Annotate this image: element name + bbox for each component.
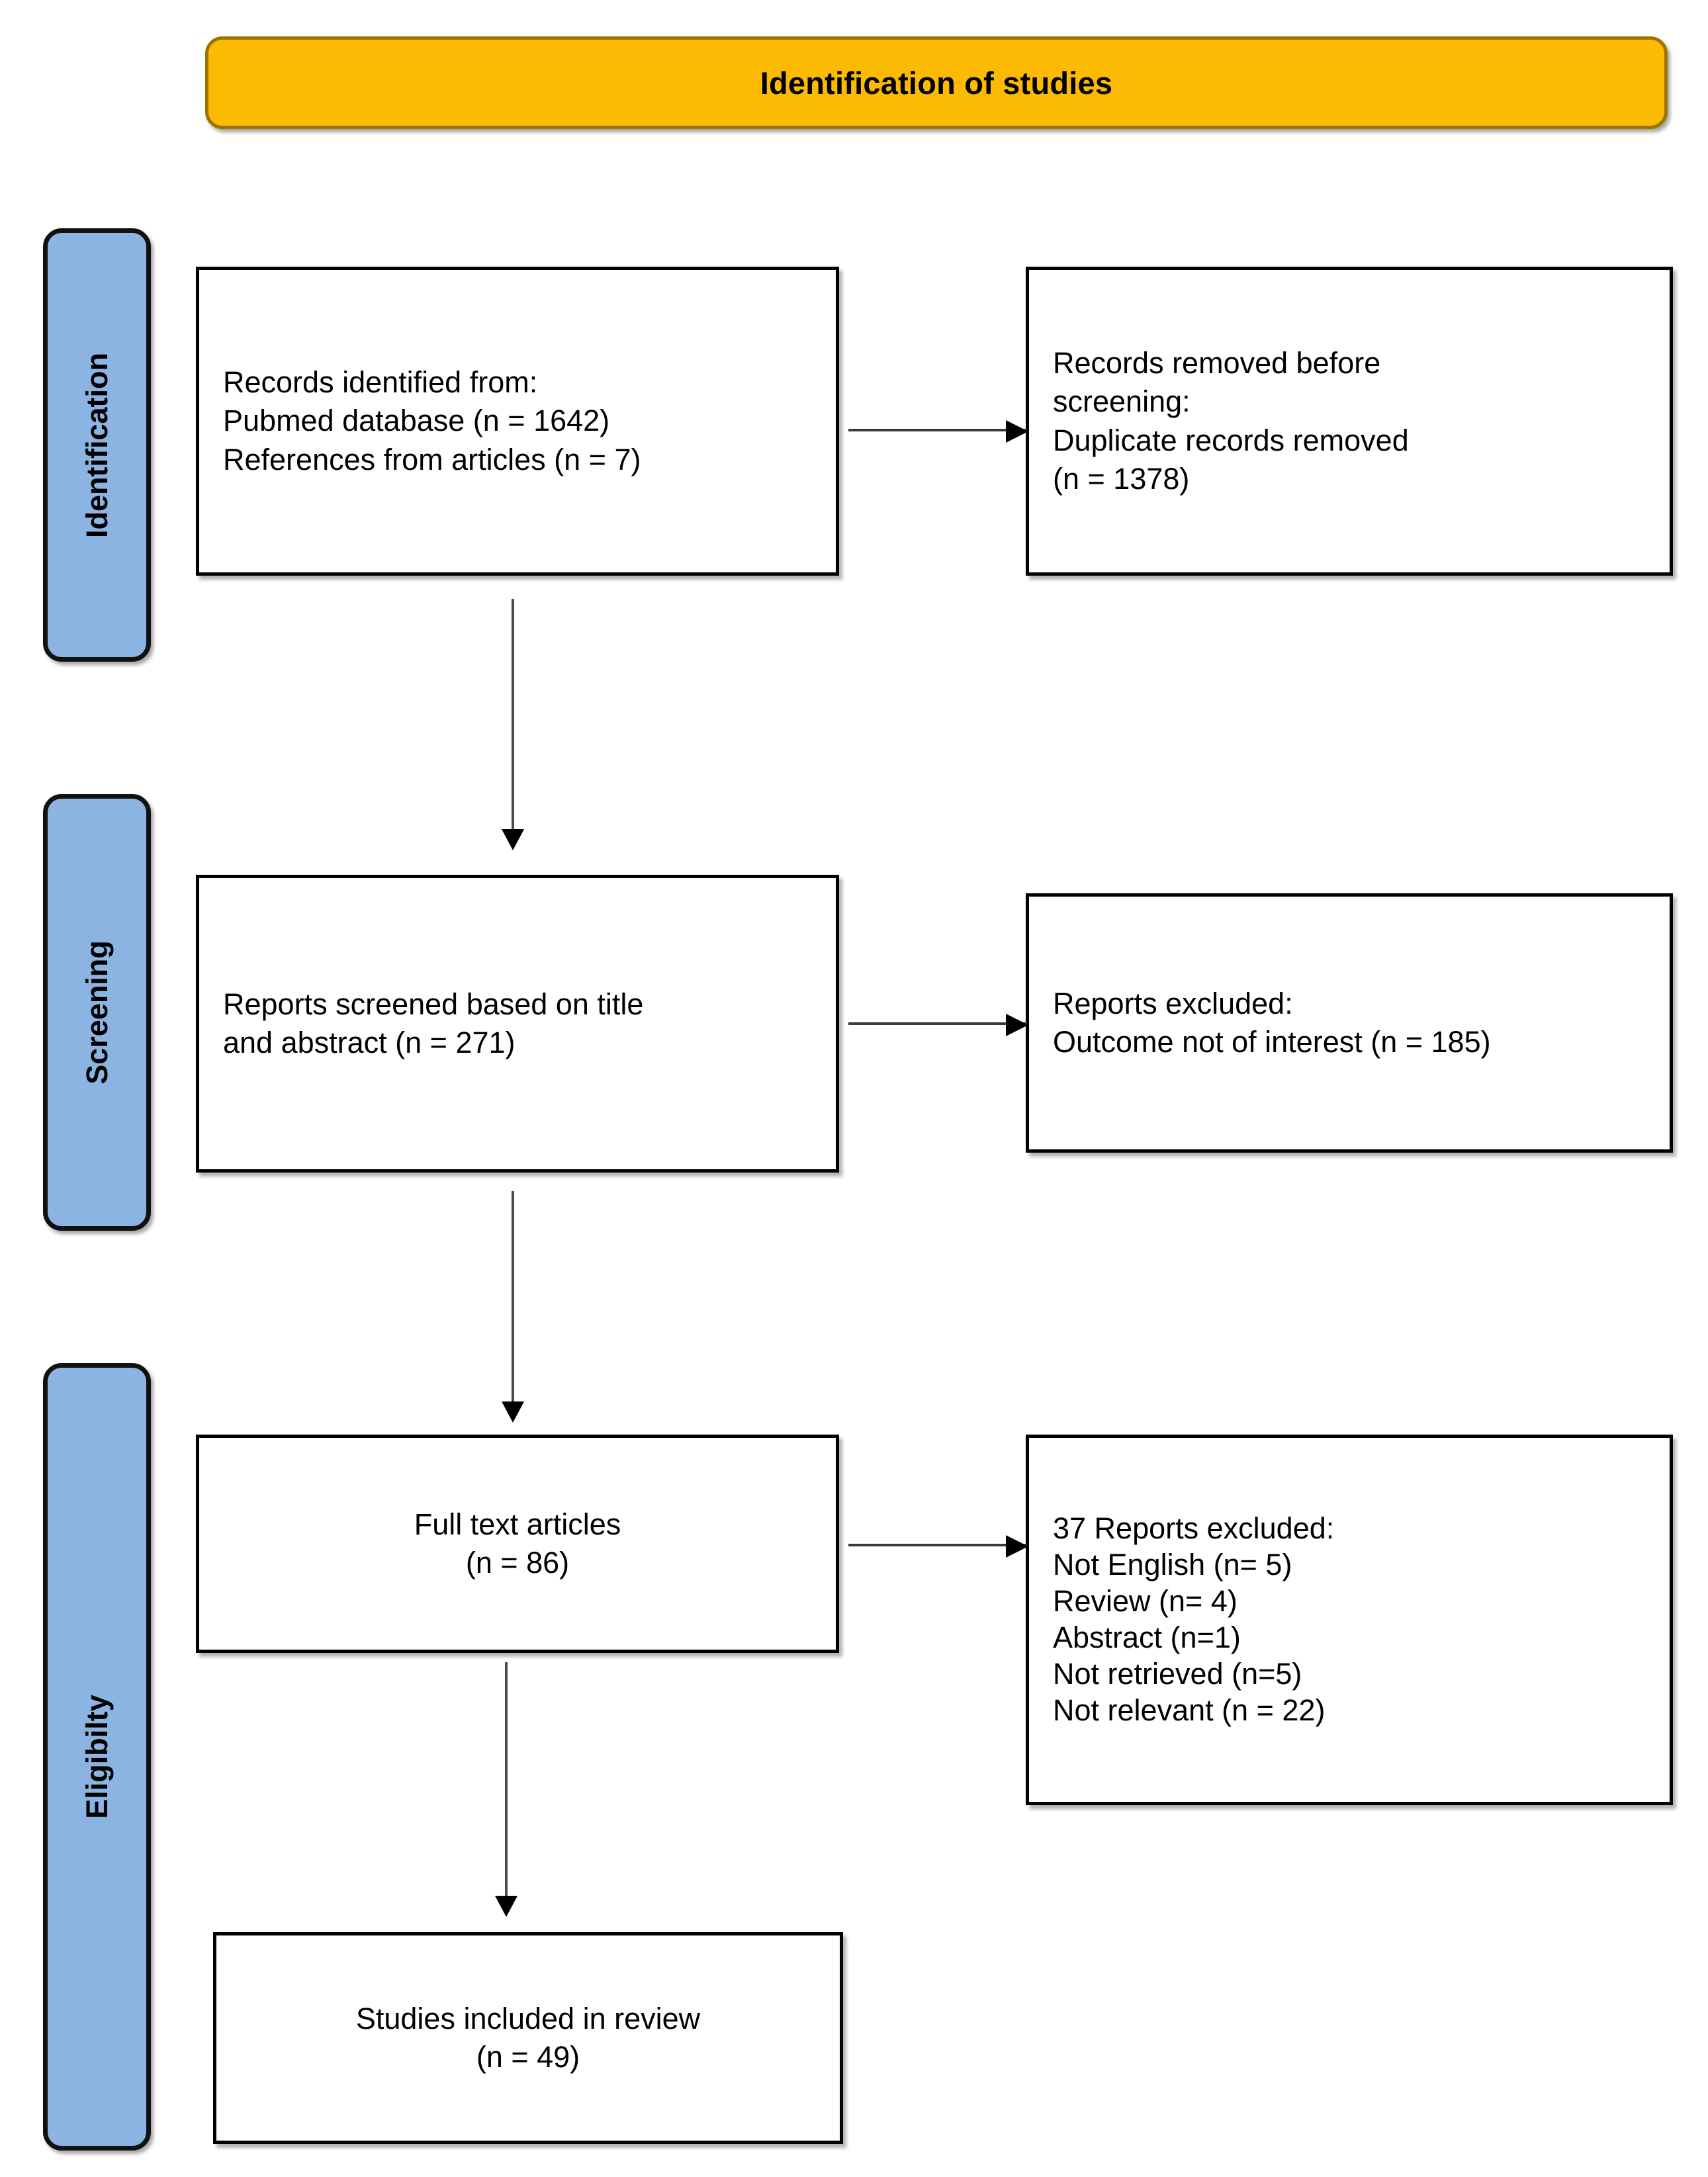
box-line: Review (n= 4)	[1053, 1584, 1237, 1619]
box-line: Full text articles	[414, 1507, 621, 1541]
box-line: (n = 86)	[465, 1546, 570, 1579]
box-reports-excluded-screening: Reports excluded: Outcome not of interes…	[1026, 893, 1673, 1153]
box-line: Not English (n= 5)	[1053, 1548, 1292, 1582]
stage-label-screening: Screening	[79, 940, 114, 1085]
box-reports-screened: Reports screened based on title and abst…	[196, 875, 839, 1173]
stage-band-eligibility: Eligibilty	[43, 1363, 151, 2151]
box-reports-excluded-eligibility: 37 Reports excluded: Not English (n= 5) …	[1026, 1435, 1673, 1805]
stage-band-identification: Identification	[43, 228, 151, 662]
box-line: References from articles (n = 7)	[223, 442, 641, 476]
box-line: Pubmed database (n = 1642)	[223, 404, 610, 438]
box-line: Reports screened based on title	[223, 987, 644, 1021]
box-line: 37 Reports excluded:	[1053, 1511, 1335, 1546]
header-banner: Identification of studies	[205, 36, 1668, 129]
box-records-identified: Records identified from: Pubmed database…	[196, 267, 839, 576]
arrow-identification-to-screening	[502, 599, 524, 850]
box-line: (n = 1378)	[1053, 462, 1190, 496]
page-title: Identification of studies	[760, 65, 1113, 101]
box-full-text-articles: Full text articles (n = 86)	[196, 1435, 839, 1653]
stage-label-identification: Identification	[79, 352, 114, 538]
box-line: Not retrieved (n=5)	[1053, 1656, 1302, 1691]
box-records-removed-before-screening: Records removed before screening: Duplic…	[1026, 267, 1673, 576]
box-line: Studies included in review	[355, 2001, 701, 2035]
arrow-screened-to-excluded	[848, 1014, 1028, 1036]
box-line: Outcome not of interest (n = 185)	[1053, 1025, 1491, 1059]
box-line: Records identified from:	[223, 365, 538, 399]
arrow-fulltext-to-included	[495, 1662, 517, 1917]
box-line: Reports excluded:	[1053, 986, 1293, 1020]
box-line: (n = 49)	[476, 2040, 580, 2074]
box-line: Not relevant (n = 22)	[1053, 1693, 1326, 1727]
box-line: screening:	[1053, 384, 1191, 418]
arrow-identified-to-removed	[848, 420, 1028, 443]
box-studies-included: Studies included in review (n = 49)	[213, 1932, 843, 2144]
box-line: Records removed before	[1053, 345, 1381, 380]
arrow-screening-to-eligibility	[502, 1191, 524, 1423]
box-line: and abstract (n = 271)	[223, 1026, 516, 1059]
arrow-fulltext-to-excluded	[848, 1535, 1028, 1558]
box-line: Abstract (n=1)	[1053, 1621, 1241, 1654]
box-line: Duplicate records removed	[1053, 423, 1409, 457]
stage-label-eligibility: Eligibilty	[79, 1695, 114, 1819]
stage-band-screening: Screening	[43, 794, 151, 1231]
